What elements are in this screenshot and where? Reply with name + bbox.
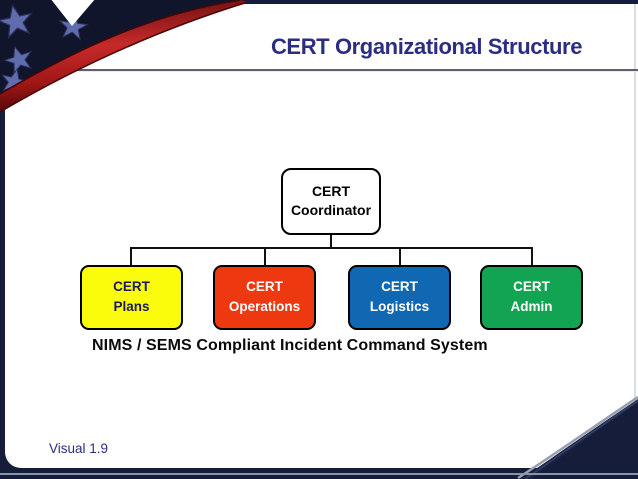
org-box-label-line2: Coordinator — [290, 202, 372, 218]
right-edge-divider — [634, 4, 636, 468]
footer-visual-number: Visual 1.9 — [49, 441, 109, 456]
page-title: CERT Organizational Structure — [270, 34, 583, 59]
org-box-label-line2: Plans — [113, 299, 150, 314]
org-box-label-line2: Admin — [510, 299, 553, 314]
org-box-cert-plans: CERT Plans — [80, 265, 183, 330]
org-box-cert-coordinator: CERT Coordinator — [281, 168, 381, 235]
org-box-label-line1: CERT — [311, 183, 351, 199]
org-box-label-line2: Logistics — [369, 299, 430, 314]
org-box-label-line1: CERT — [513, 279, 550, 294]
org-box-label-line1: CERT — [246, 279, 283, 294]
slide-content-panel — [5, 4, 638, 468]
flag-corner-decoration-icon — [0, 0, 249, 113]
caption-nims-sems: NIMS / SEMS Compliant Incident Command S… — [92, 337, 488, 354]
org-box-label-line1: CERT — [113, 279, 150, 294]
bottom-bar-highlight — [0, 473, 638, 475]
org-box-label-line2: Operations — [228, 299, 301, 314]
title-divider — [58, 69, 638, 72]
org-box-cert-operations: CERT Operations — [213, 265, 316, 330]
org-box-label-line1: CERT — [381, 279, 418, 294]
corner-swoosh-decoration-icon — [517, 395, 638, 479]
org-box-cert-admin: CERT Admin — [480, 265, 583, 330]
org-box-cert-logistics: CERT Logistics — [348, 265, 451, 330]
